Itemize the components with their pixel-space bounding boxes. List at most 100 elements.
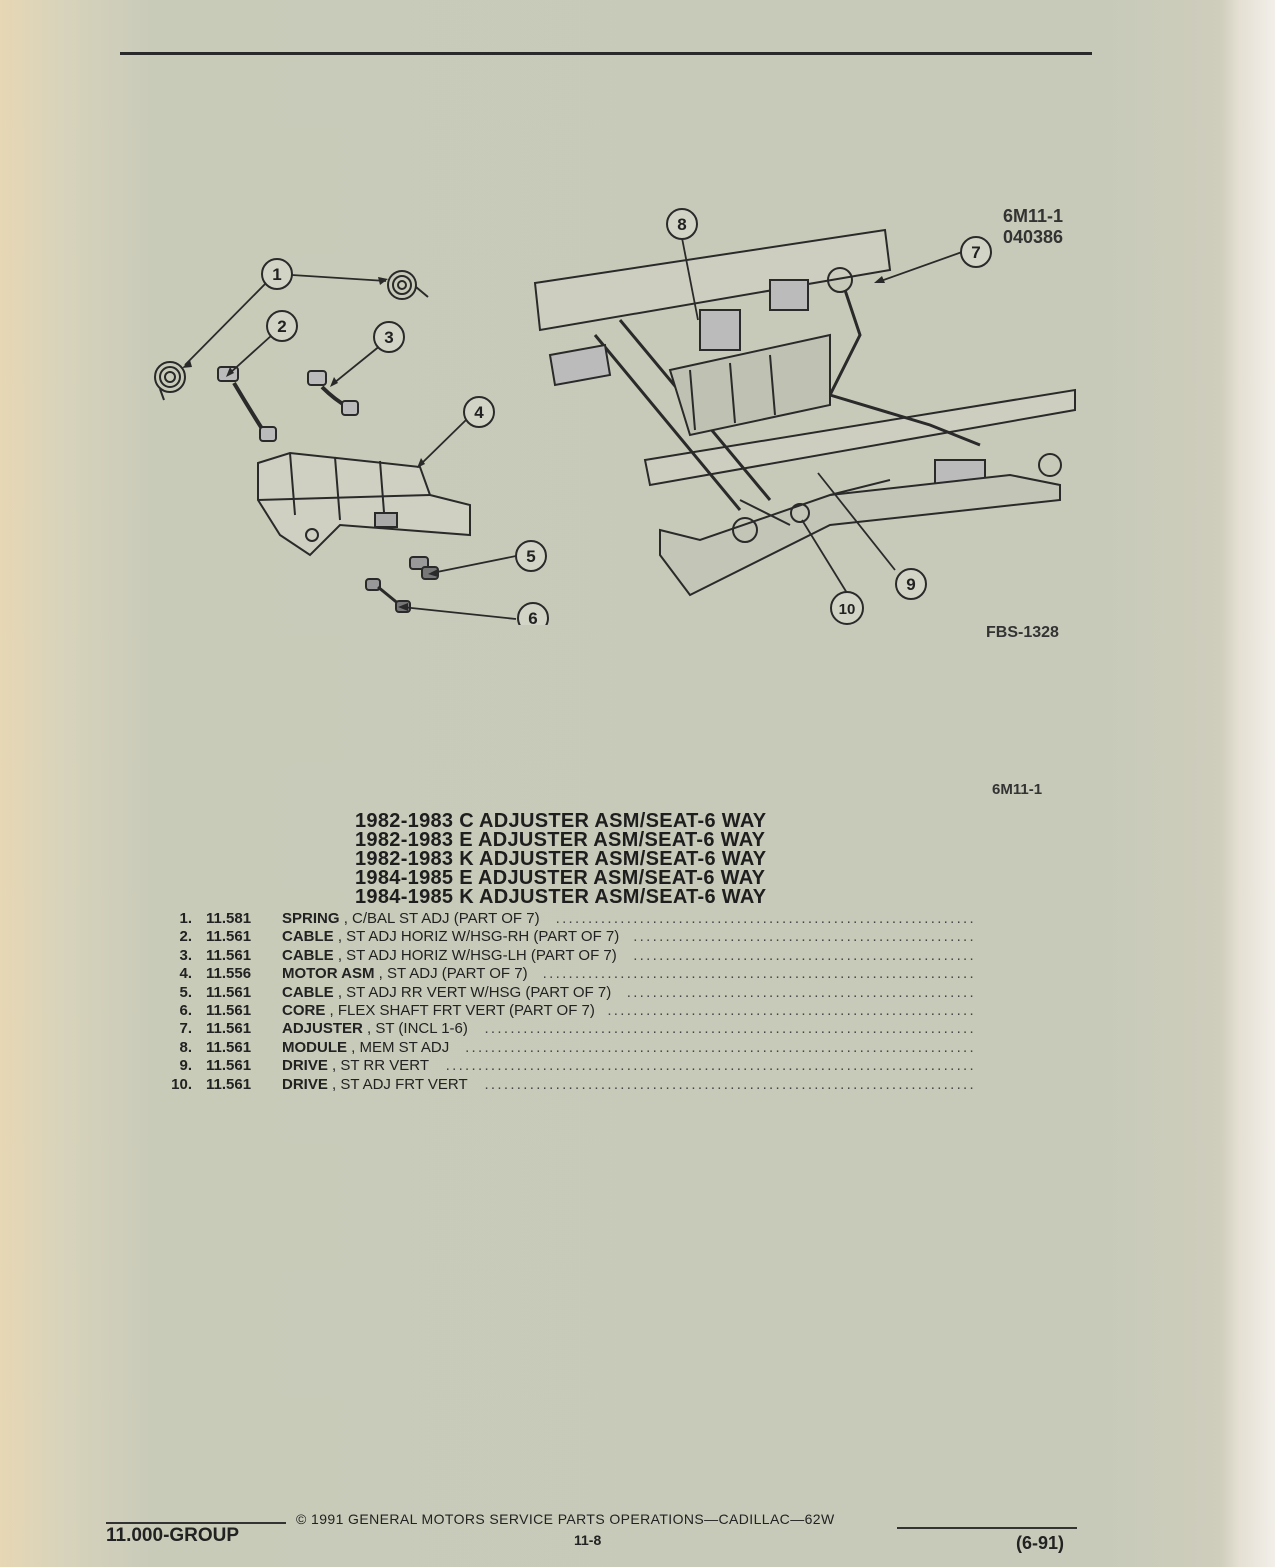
svg-text:5: 5 — [526, 547, 535, 566]
motor-assembly-part — [257, 451, 471, 557]
list-item: 3. 11.561 CABLE , ST ADJ HORIZ W/HSG-LH (P… — [160, 947, 980, 965]
item-number: 9. — [179, 1057, 192, 1075]
item-name: CABLE — [282, 946, 334, 964]
section-title: 1982-1983 E ADJUSTER ASM/SEAT-6 WAY — [355, 829, 766, 851]
leader-dots: ........................................… — [633, 946, 976, 964]
callout-8: 8 — [666, 208, 698, 240]
group-number: 11.561 — [206, 946, 252, 964]
item-description: CABLE , ST ADJ HORIZ W/HSG-LH (PART OF 7… — [282, 947, 617, 965]
leader-dots: ........................................… — [626, 983, 976, 1001]
leader-dots: ........................................… — [607, 1001, 976, 1019]
item-name: DRIVE — [282, 1075, 328, 1093]
item-description: CABLE , ST ADJ HORIZ W/HSG-RH (PART OF 7… — [282, 928, 619, 946]
group-number: 11.561 — [206, 928, 252, 946]
callout-3: 3 — [373, 321, 405, 353]
svg-text:1: 1 — [272, 265, 281, 284]
item-name: CORE — [282, 1001, 326, 1019]
leader-dots: ........................................… — [633, 928, 976, 946]
group-number: 11.556 — [206, 965, 252, 983]
item-detail: , ST ADJ HORIZ W/HSG-LH (PART OF 7) — [337, 946, 617, 964]
callout-10: 10 — [830, 591, 864, 625]
list-item: 2. 11.561 CABLE , ST ADJ HORIZ W/HSG-RH (P… — [160, 928, 980, 946]
cable-part — [307, 370, 359, 416]
svg-text:10: 10 — [839, 601, 856, 618]
leader-dots: ........................................… — [484, 1075, 976, 1093]
leader-dots: ........................................… — [484, 1020, 976, 1038]
list-item: 8. 11.561 MODULE , MEM ST ADJ.............… — [160, 1039, 980, 1057]
footer-rule-left — [106, 1522, 286, 1524]
spring-part — [387, 270, 429, 300]
item-number: 5. — [179, 983, 192, 1001]
callout-6: 6 — [517, 602, 549, 625]
item-description: CABLE , ST ADJ RR VERT W/HSG (PART OF 7) — [282, 984, 611, 1002]
callout-7: 7 — [960, 236, 992, 268]
leader-dots: ........................................… — [555, 910, 976, 927]
svg-text:3: 3 — [384, 328, 393, 347]
list-item: 10. 11.561 DRIVE , ST ADJ FRT VERT........… — [160, 1076, 980, 1094]
callout-9: 9 — [895, 568, 927, 600]
item-name: CABLE — [282, 928, 334, 946]
svg-text:6: 6 — [528, 609, 537, 625]
item-detail: , ST ADJ (PART OF 7) — [378, 965, 528, 983]
item-detail: , ST ADJ HORIZ W/HSG-RH (PART OF 7) — [337, 928, 620, 946]
group-number: 11.561 — [206, 983, 252, 1001]
item-description: ADJUSTER , ST (INCL 1-6) — [282, 1020, 468, 1038]
figure-code-text: 6M11-1 — [1003, 206, 1064, 226]
item-detail: , MEM ST ADJ — [351, 1038, 450, 1056]
group-number: 11.561 — [206, 1020, 252, 1038]
list-item: 5. 11.561 CABLE , ST ADJ RR VERT W/HSG (PA… — [160, 984, 980, 1002]
item-number: 2. — [179, 928, 192, 946]
svg-text:7: 7 — [971, 243, 980, 262]
item-detail: , ST ADJ FRT VERT — [332, 1075, 468, 1093]
item-number: 10. — [171, 1075, 192, 1093]
section-title: 1984-1985 K ADJUSTER ASM/SEAT-6 WAY — [355, 886, 767, 908]
svg-text:2: 2 — [277, 317, 286, 336]
leader-dots: ........................................… — [542, 965, 976, 983]
seat-adjuster-assembly — [533, 228, 1076, 597]
section-titles: 1982-1983 C ADJUSTER ASM/SEAT-6 WAY 1982… — [355, 810, 767, 908]
item-name: DRIVE — [282, 1057, 328, 1075]
group-number: 11.581 — [206, 910, 252, 927]
callout-2: 2 — [266, 310, 298, 342]
item-number: 8. — [179, 1038, 192, 1056]
item-name: MODULE — [282, 1038, 347, 1056]
footer-rule-right — [897, 1527, 1077, 1529]
item-name: ADJUSTER — [282, 1020, 363, 1038]
item-description: DRIVE , ST ADJ FRT VERT — [282, 1076, 468, 1094]
copyright-text: © 1991 GENERAL MOTORS SERVICE PARTS OPER… — [296, 1511, 835, 1527]
svg-text:8: 8 — [677, 215, 686, 234]
figure-number-text: 040386 — [1003, 227, 1064, 247]
item-description: MODULE , MEM ST ADJ — [282, 1039, 449, 1057]
top-rule — [120, 52, 1092, 55]
item-name: SPRING — [282, 910, 340, 927]
item-description: MOTOR ASM , ST ADJ (PART OF 7) — [282, 965, 528, 983]
item-description: CORE , FLEX SHAFT FRT VERT (PART OF 7) — [282, 1002, 595, 1020]
page-number: 11-8 — [574, 1532, 602, 1548]
svg-text:4: 4 — [474, 403, 484, 422]
item-detail: , FLEX SHAFT FRT VERT (PART OF 7) — [329, 1001, 595, 1019]
item-number: 6. — [179, 1001, 192, 1019]
item-detail: , ST (INCL 1-6) — [367, 1020, 468, 1038]
exploded-parts-illustration: 1 2 3 4 5 6 7 8 9 10 — [154, 208, 1076, 625]
cable-part — [217, 366, 277, 442]
group-number: 11.561 — [206, 1075, 252, 1093]
item-name: MOTOR ASM — [282, 965, 375, 983]
reference-code: 6M11-1 — [992, 781, 1043, 798]
fbs-code: FBS-1328 — [986, 624, 1059, 641]
section-title: 1984-1985 E ADJUSTER ASM/SEAT-6 WAY — [355, 867, 766, 889]
item-detail: , C/BAL ST ADJ (PART OF 7) — [343, 910, 540, 927]
section-title: 1982-1983 C ADJUSTER ASM/SEAT-6 WAY — [355, 810, 767, 832]
leader-dots: ........................................… — [465, 1038, 976, 1056]
item-detail: , ST ADJ RR VERT W/HSG (PART OF 7) — [337, 983, 612, 1001]
item-number: 3. — [179, 946, 192, 964]
spring-part — [154, 361, 186, 401]
group-number: 11.561 — [206, 1038, 252, 1056]
group-label: 11.000-GROUP — [106, 1525, 240, 1546]
item-detail: , ST RR VERT — [332, 1057, 429, 1075]
